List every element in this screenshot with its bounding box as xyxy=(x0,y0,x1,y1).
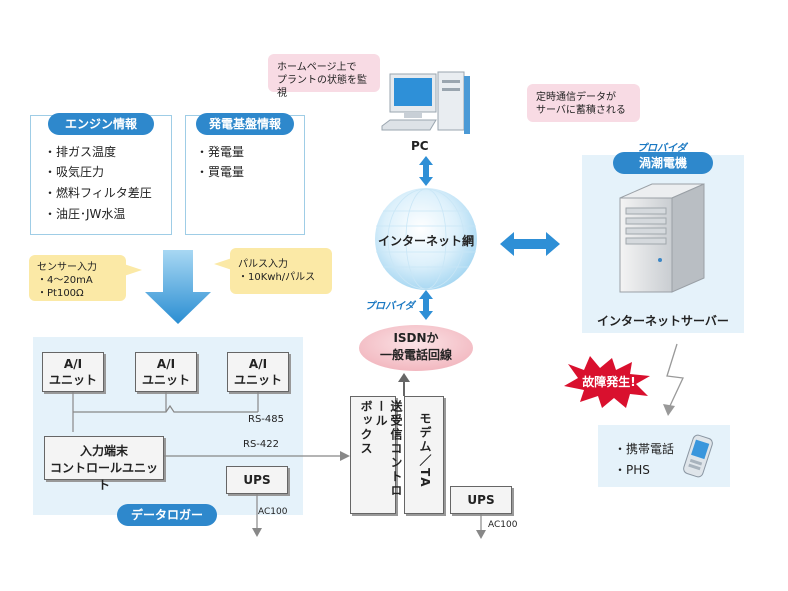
transmit-control-box xyxy=(350,396,396,514)
isdn-ellipse xyxy=(359,325,473,371)
power-item-1: ・発電量 xyxy=(196,145,245,159)
pulse-callout-tail xyxy=(214,258,232,270)
logger-ac100: AC100 xyxy=(258,507,288,517)
down-arrow-icon xyxy=(145,250,211,324)
engine-info-box xyxy=(30,115,172,235)
data-logger-label: データロガー xyxy=(117,504,217,526)
rs422-label: RS-422 xyxy=(243,439,279,450)
ai-unit-2-l1: A/I xyxy=(156,357,176,371)
server-callout-l2: サーバに蓄積される xyxy=(536,105,626,116)
ai-unit-1: A/I ユニット xyxy=(42,352,104,392)
pc-callout-l2: プラントの状態を監視 xyxy=(277,75,367,99)
input-terminal-l2: コントロールユニット xyxy=(49,461,158,492)
engine-item-1: ・排ガス温度 xyxy=(44,145,117,159)
modem-text: モデム／TA xyxy=(418,412,432,489)
pc-callout: ホームページ上でプラントの状態を監視 xyxy=(268,54,380,99)
provider-left: プロバイダ xyxy=(365,301,415,312)
input-terminal-l1: 入力端末 xyxy=(79,444,128,458)
power-info-title: 発電基盤情報 xyxy=(196,113,294,135)
sensor-callout: センサー入力 ・4～20mA ・Pt100Ω xyxy=(29,255,126,301)
provider-right: プロバイダ xyxy=(637,143,687,154)
failure-burst-icon xyxy=(564,356,650,408)
engine-item-4: ・油圧･JW水温 xyxy=(44,207,126,221)
lightning-line-icon xyxy=(663,343,684,416)
rs485-bus xyxy=(72,392,259,432)
logger-ups: UPS xyxy=(226,466,288,494)
modem-box xyxy=(404,396,444,514)
ai-unit-2: A/I ユニット xyxy=(135,352,197,392)
modem-up-arrow xyxy=(398,373,410,396)
pc-icon xyxy=(381,71,470,134)
mobile-phone-icon xyxy=(683,434,713,478)
pc-internet-arrow xyxy=(419,156,433,186)
pulse-line-1: パルス入力 xyxy=(238,259,288,270)
transmit-control-text: 送受信コントロールボックス xyxy=(359,400,403,498)
engine-item-2: ・吸気圧力 xyxy=(44,165,105,179)
internet-label: インターネット網 xyxy=(377,234,474,248)
engine-item-3: ・燃料フィルタ差圧 xyxy=(44,186,152,200)
isdn-text: ISDNか一般電話回線 xyxy=(357,330,475,364)
isdn-l2: 一般電話回線 xyxy=(379,348,452,362)
rs485-label: RS-485 xyxy=(248,414,284,425)
ups2-ac100: AC100 xyxy=(488,520,518,530)
server-callout: 定時通信データがサーバに蓄積される xyxy=(527,84,640,122)
sensor-line-2: ・4～20mA xyxy=(37,275,93,286)
input-terminal-unit: 入力端末コントロールユニット xyxy=(44,436,164,492)
internet-server-arrow xyxy=(500,232,560,256)
ai-unit-3: A/I ユニット xyxy=(227,352,289,392)
internet-globe-icon xyxy=(375,188,477,290)
mobile-item-2: ・PHS xyxy=(614,463,650,477)
pc-label: PC xyxy=(411,139,429,153)
ups2-ac-line xyxy=(476,514,486,539)
power-item-2: ・買電量 xyxy=(196,165,245,179)
sensor-line-1: センサー入力 xyxy=(37,262,97,273)
isdn-internet-arrow xyxy=(419,290,433,320)
sensor-line-3: ・Pt100Ω xyxy=(37,288,84,299)
logger-ac-line xyxy=(252,494,262,537)
engine-info-title: エンジン情報 xyxy=(48,113,154,135)
rs422-line xyxy=(164,451,350,461)
server-company: 渦潮電機 xyxy=(613,152,713,174)
server-callout-l1: 定時通信データが xyxy=(536,92,616,103)
ups2: UPS xyxy=(450,486,512,514)
failure-label: 故障発生! xyxy=(582,375,636,389)
ai-unit-1-l2: ユニット xyxy=(48,373,97,387)
sensor-callout-tail xyxy=(124,264,142,276)
server-label: インターネットサーバー xyxy=(597,314,729,328)
mobile-item-1: ・携帯電話 xyxy=(614,442,675,456)
pc-callout-l1: ホームページ上で xyxy=(277,62,357,73)
power-info-box xyxy=(185,115,305,235)
isdn-l1: ISDNか xyxy=(393,331,439,345)
ai-unit-3-l1: A/I xyxy=(248,357,268,371)
ai-unit-3-l2: ユニット xyxy=(233,373,282,387)
ai-unit-2-l2: ユニット xyxy=(141,373,190,387)
ai-unit-1-l1: A/I xyxy=(63,357,83,371)
pulse-line-2: ・10Kwh/パルス xyxy=(238,272,316,283)
server-icon xyxy=(619,183,705,293)
pulse-callout: パルス入力 ・10Kwh/パルス xyxy=(230,248,332,294)
